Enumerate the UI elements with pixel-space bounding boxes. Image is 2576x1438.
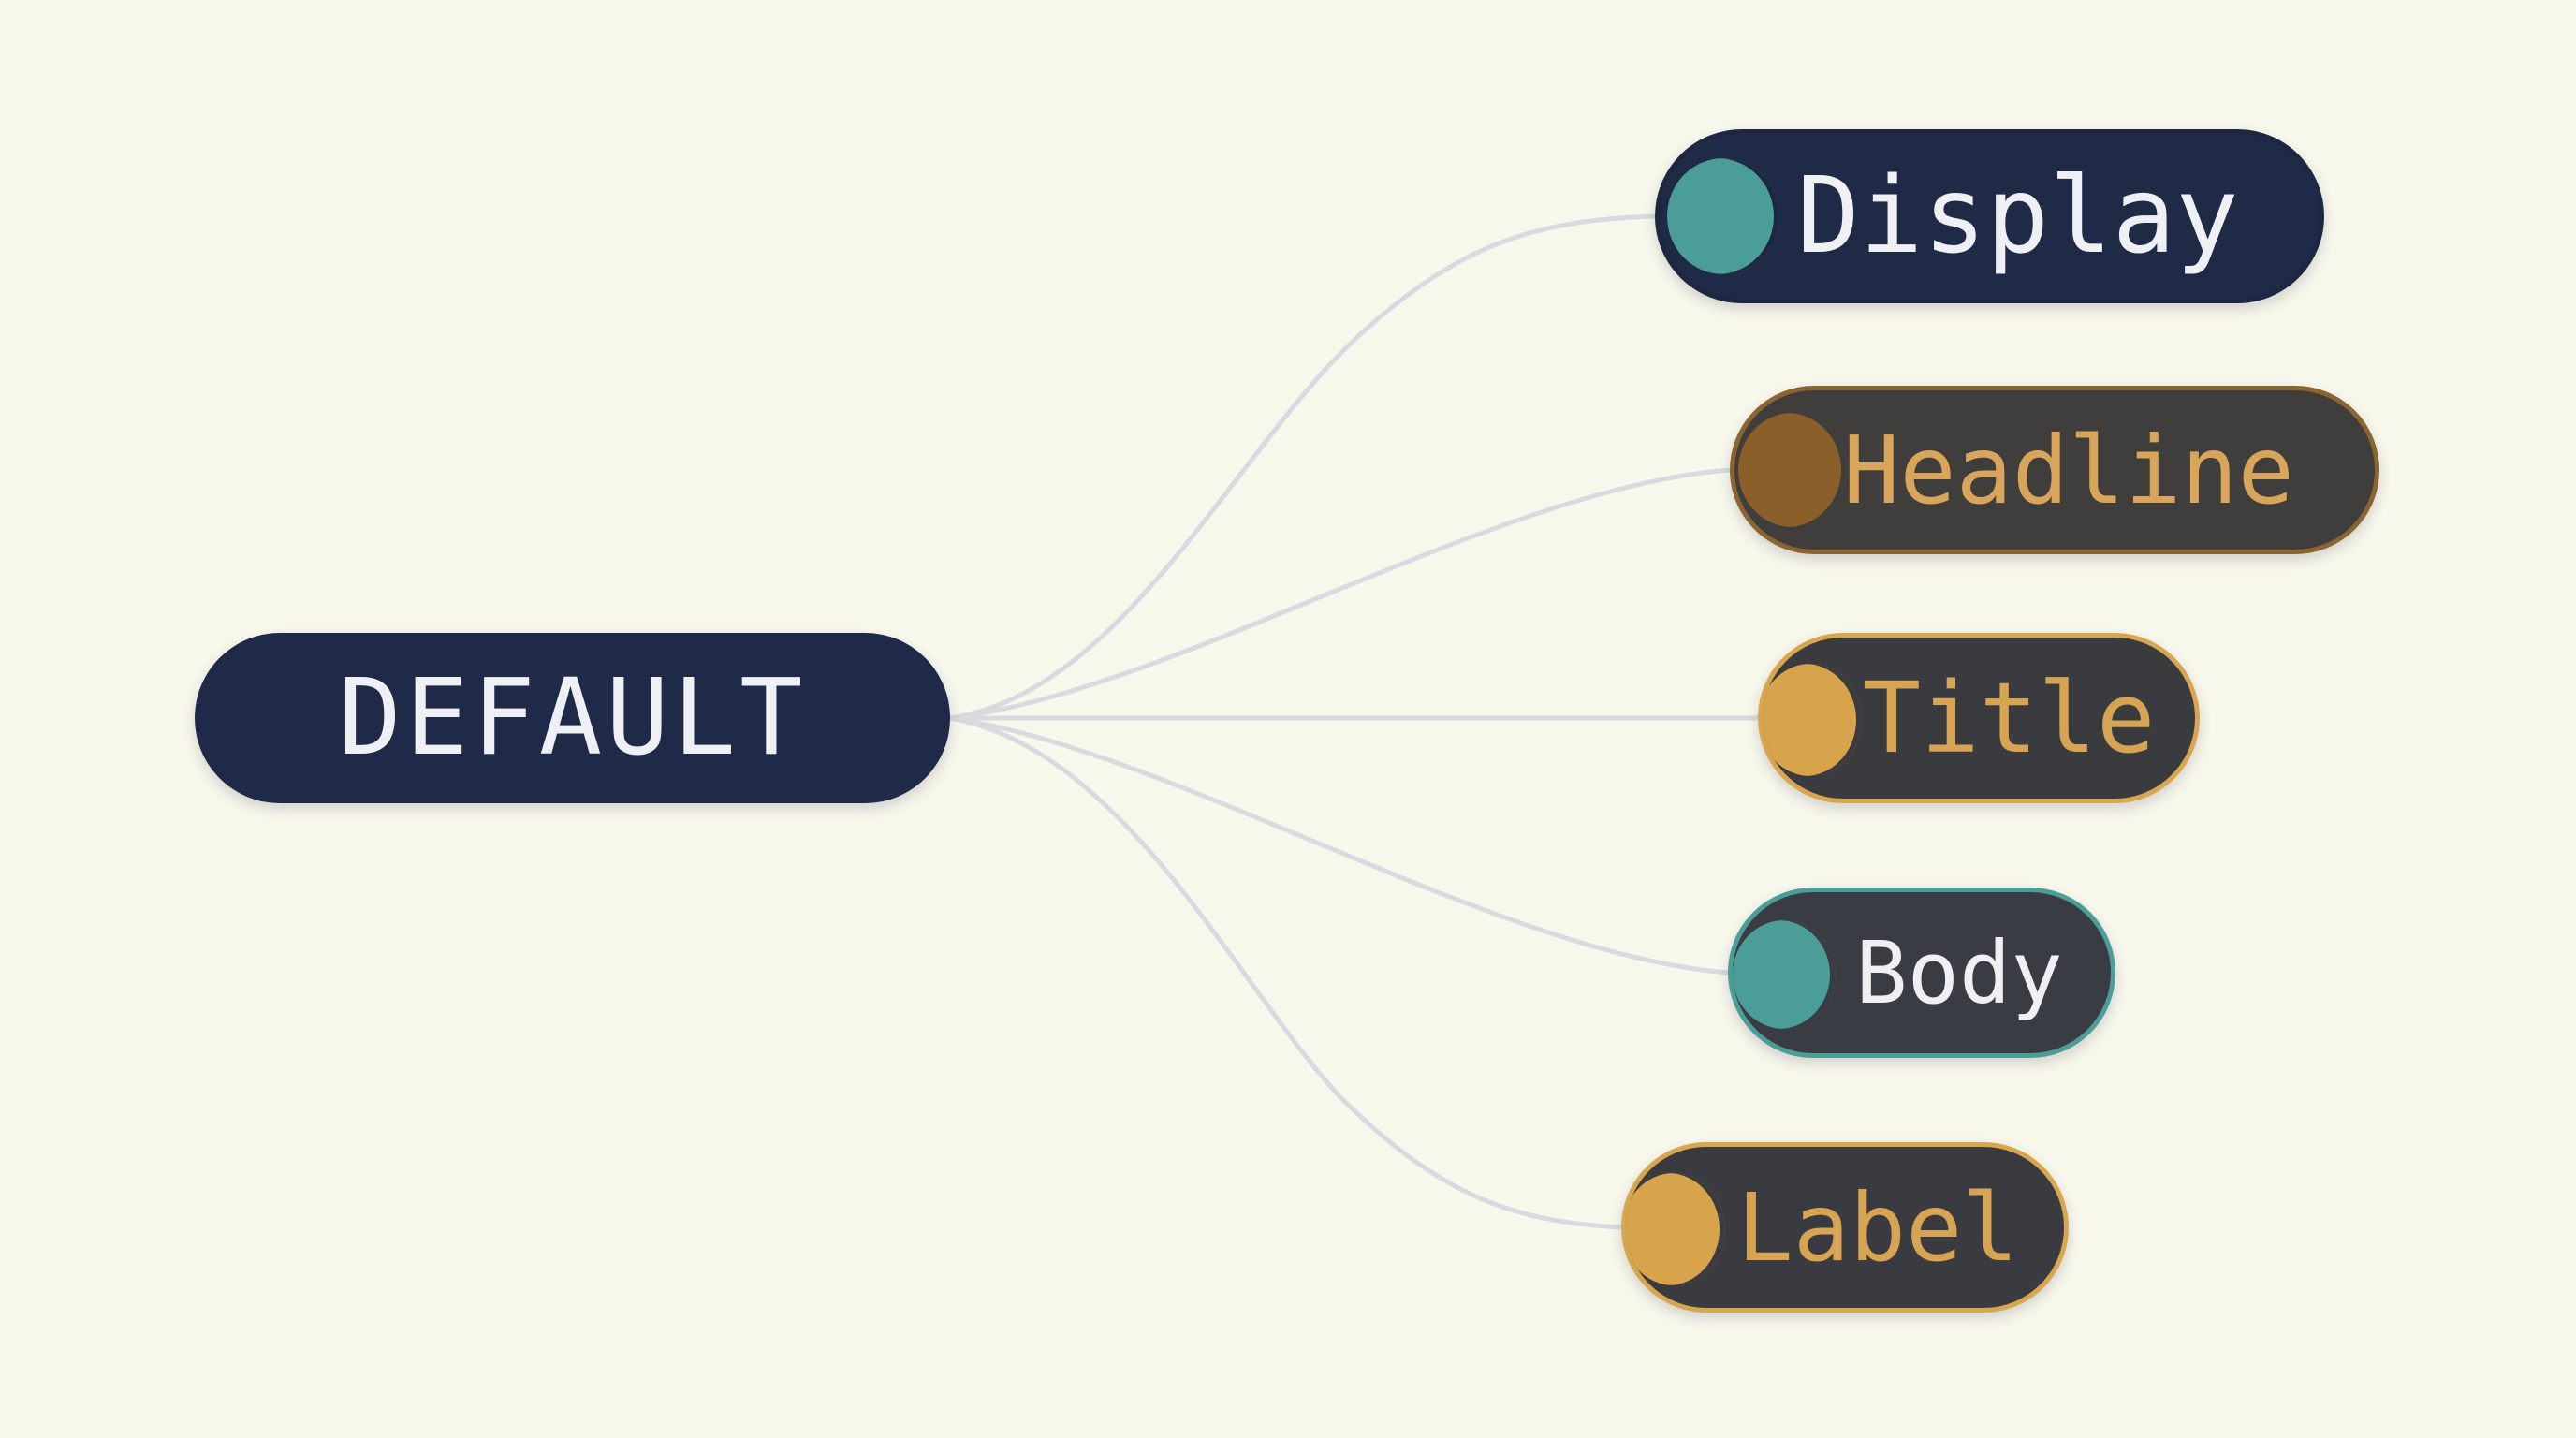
connector-label [949,715,1622,1230]
child-node-label-node[interactable]: Label [1621,1142,2069,1313]
gold-dot-icon [1626,1173,1725,1285]
child-node-title[interactable]: Title [1758,633,2200,803]
bronze-dot-icon [1738,413,1847,527]
child-node-display[interactable]: Display [1655,129,2324,303]
child-node-headline[interactable]: Headline [1730,386,2379,554]
teal-dot-icon [1667,158,1779,274]
child-node-label: Headline [1843,415,2294,525]
child-node-label: Display [1796,155,2239,277]
root-node-label: DEFAULT [338,657,807,779]
gold-dot-icon [1763,664,1862,776]
child-node-label: Body [1855,922,2063,1023]
child-node-label: Label [1736,1172,2019,1283]
connector-headline [949,467,1731,721]
teal-dot-icon [1733,920,1836,1029]
child-node-label: Title [1862,661,2156,775]
root-node-default[interactable]: DEFAULT [195,633,950,803]
child-node-body[interactable]: Body [1728,888,2115,1058]
connector-display [949,213,1656,721]
connector-body [949,715,1729,976]
